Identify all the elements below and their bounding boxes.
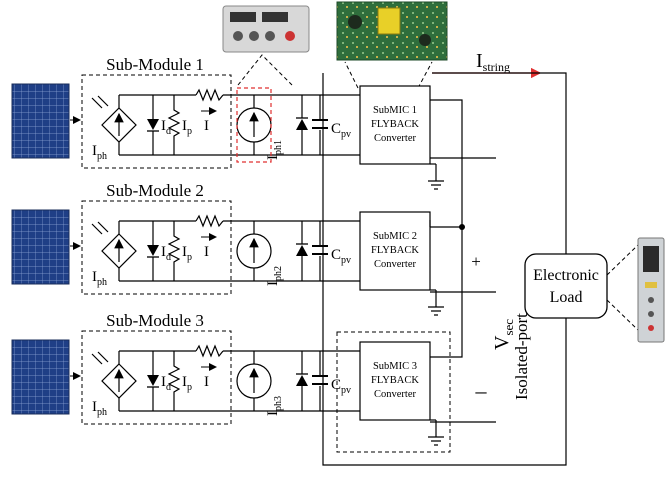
bypass-diode (296, 375, 308, 386)
src-label: Iph3 (265, 396, 284, 416)
ground-symbol (428, 420, 444, 446)
cpv-label: Cpv (331, 377, 351, 396)
resistor-p (167, 221, 181, 281)
diode-d (147, 119, 159, 130)
converter-label: FLYBACK (371, 375, 419, 386)
ground-symbol (428, 290, 444, 316)
converter-label: FLYBACK (371, 119, 419, 130)
pcb-callout (344, 61, 433, 89)
load-callout (606, 244, 639, 331)
id-label: Id (161, 374, 171, 393)
sub-module-title: Sub-Module 3 (106, 311, 204, 330)
ground-symbol (428, 164, 444, 190)
output-bus-top (430, 99, 463, 228)
string-frame (322, 72, 567, 466)
converter-box (359, 85, 431, 165)
power-supply-callout (237, 54, 293, 86)
sub-module-frame (81, 200, 232, 295)
pv-panel (11, 339, 70, 415)
cpv-label: Cpv (331, 121, 351, 140)
pv-panel (11, 83, 70, 159)
src-label: Iph2 (265, 266, 284, 286)
electronic-load-box (524, 253, 608, 319)
id-label: Id (161, 118, 171, 137)
light-rays (91, 351, 109, 365)
light-rays (91, 95, 109, 109)
source-highlight (236, 87, 272, 163)
converter-label: Converter (374, 389, 416, 400)
light-rays (91, 221, 109, 235)
resistor-p (167, 95, 181, 155)
converter-label: SubMIC 3 (373, 361, 417, 372)
converter-box (359, 211, 431, 291)
sub-module-frame (81, 74, 232, 169)
ip-label: Ip (182, 374, 192, 393)
converter-label: FLYBACK (371, 245, 419, 256)
src-label: Iph1 (265, 140, 284, 160)
pcb-image (336, 1, 448, 61)
iph-label: Iph (92, 143, 107, 162)
converter-label: SubMIC 2 (373, 231, 417, 242)
sub-module-2: Sub-Module 2 Iph Id Ip I Iph2 Cpv SubMIC 2 FLYBA… (11, 181, 444, 316)
cpv-label: Cpv (331, 247, 351, 266)
sub-module-title: Sub-Module 2 (106, 181, 204, 200)
sub-module-frame (81, 330, 232, 425)
i-label: I (204, 374, 209, 390)
electronic-load-label-2: Load (550, 289, 583, 306)
bypass-diode (296, 245, 308, 256)
iph-label: Iph (92, 399, 107, 418)
power-supply-image (222, 5, 310, 53)
minus-sign: – (475, 378, 488, 403)
sub-module-1: Sub-Module 1 Iph Id Ip I Iph1 Cpv SubMIC 1 FLYBA… (11, 55, 444, 190)
sub-module-title: Sub-Module 1 (106, 55, 204, 74)
electronic-load-label-1: Electronic (533, 267, 599, 284)
converter-3-frame (336, 331, 451, 453)
resistor-s (195, 214, 224, 228)
output-bus-mid (430, 227, 463, 358)
istring-label: Istring (476, 50, 510, 74)
sub-module-3: Sub-Module 3 Iph Id Ip I Iph3 Cpv SubMIC 3 FLYBA… (11, 311, 451, 453)
i-label: I (204, 244, 209, 260)
iph-label: Iph (92, 269, 107, 288)
resistor-s (195, 344, 224, 358)
id-label: Id (161, 244, 171, 263)
converter-label: Converter (374, 133, 416, 144)
ip-label: Ip (182, 118, 192, 137)
plus-sign: + (471, 252, 481, 271)
vsec-label: Vsec (491, 319, 516, 350)
isolated-port-label: Isolated-port (512, 313, 531, 400)
ip-label: Ip (182, 244, 192, 263)
i-label: I (204, 118, 209, 134)
converter-label: SubMIC 1 (373, 105, 417, 116)
electronic-load-image (637, 237, 665, 343)
resistor-p (167, 351, 181, 411)
diode-d (147, 245, 159, 256)
converter-label: Converter (374, 259, 416, 270)
converter-box (359, 341, 431, 421)
diode-d (147, 375, 159, 386)
resistor-s (195, 88, 224, 102)
bypass-diode (296, 119, 308, 130)
pv-panel (11, 209, 70, 285)
